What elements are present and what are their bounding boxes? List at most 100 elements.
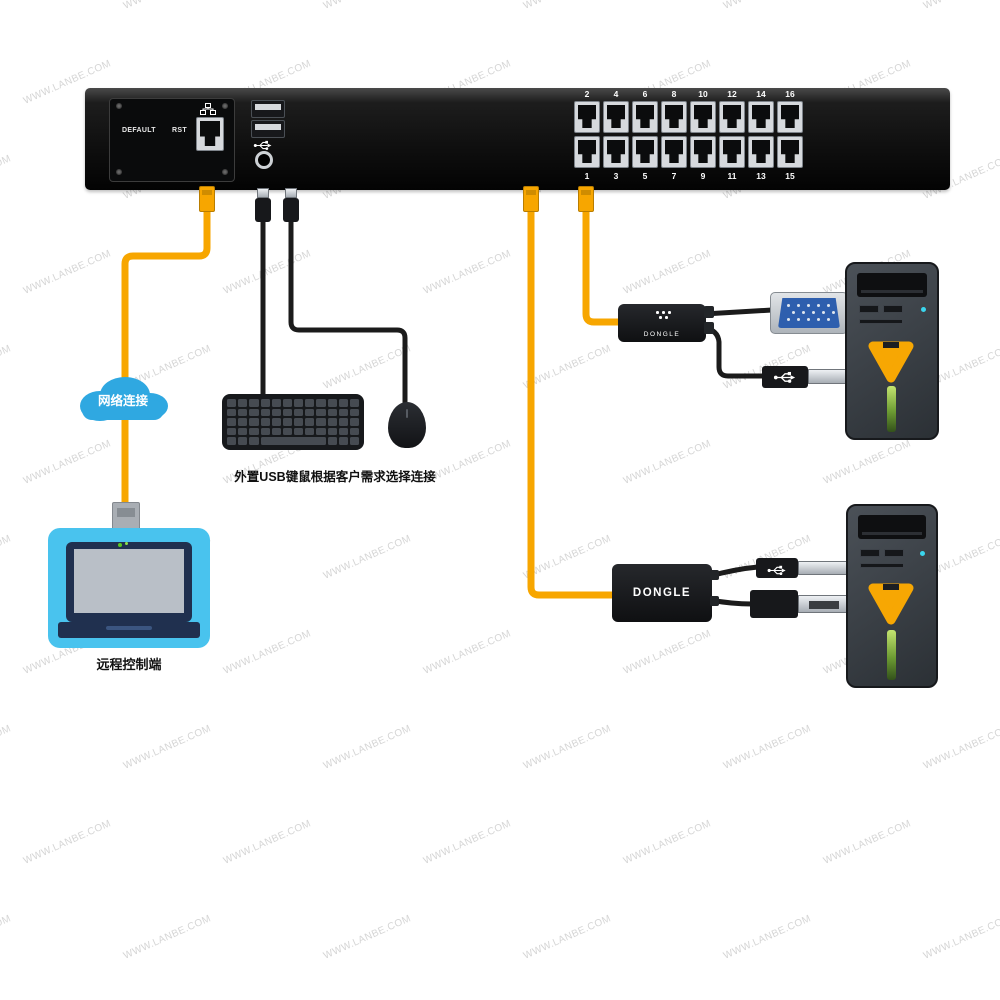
vga-pin <box>812 311 815 314</box>
vga-pin <box>802 311 805 314</box>
key <box>316 408 326 417</box>
computer-tower-1 <box>845 262 939 440</box>
watermark-text: WWW.LANBE.COM <box>621 438 713 487</box>
port-number: 3 <box>613 171 619 181</box>
key <box>249 408 259 417</box>
cable-boot <box>710 570 719 580</box>
vga-pin <box>817 318 820 321</box>
watermark-text: WWW.LANBE.COM <box>21 438 113 487</box>
drive-bay <box>884 549 904 557</box>
rj45-port <box>632 136 658 168</box>
rj45-plug-upper <box>578 186 594 212</box>
watermark-text: WWW.LANBE.COM <box>221 818 313 867</box>
dongle-upper-label: DONGLE <box>643 331 681 338</box>
drive-bay <box>860 549 880 557</box>
key <box>327 418 337 426</box>
port-number: 1 <box>584 171 590 181</box>
rj45-plug-lower <box>523 186 539 212</box>
usb-plug-tip <box>798 561 847 575</box>
key <box>282 427 292 436</box>
watermark-text: WWW.LANBE.COM <box>322 0 413 12</box>
rj45-port <box>603 136 629 168</box>
cloud-label: 网络连接 <box>97 394 148 408</box>
led-dots-icon <box>656 311 659 314</box>
key <box>260 418 270 426</box>
vga-pin <box>827 304 830 307</box>
vga-pin <box>787 318 790 321</box>
usb-icon <box>766 563 788 581</box>
vga-pin <box>787 304 790 307</box>
power-led-icon <box>920 551 925 556</box>
laptop-label: 远程控制端 <box>96 657 162 672</box>
usb-plug-keyboard <box>255 198 271 222</box>
key <box>227 408 237 417</box>
key <box>305 399 315 407</box>
led-dots-icon <box>665 316 668 319</box>
keyboard-keys <box>227 399 359 445</box>
drive-slot <box>862 532 922 535</box>
port-row-1 <box>574 101 803 133</box>
key <box>227 427 237 436</box>
rj45-port <box>603 101 629 133</box>
vent-slot <box>860 563 904 568</box>
port-number: 8 <box>671 89 677 99</box>
computer-tower-2 <box>846 504 938 688</box>
watermark-text: WWW.LANBE.COM <box>521 533 613 582</box>
vga-pin <box>797 304 800 307</box>
usb-slot-icon <box>809 601 839 609</box>
watermark-text: WWW.LANBE.COM <box>922 0 1000 12</box>
rj45-port <box>690 136 716 168</box>
watermark-text: WWW.LANBE.COM <box>722 0 813 12</box>
led-dots-icon <box>668 311 671 314</box>
rj45-port <box>777 136 803 168</box>
rj45-port <box>574 101 600 133</box>
port-number: 7 <box>671 171 677 181</box>
power-led-icon <box>921 307 926 312</box>
led-dots-icon <box>662 311 665 314</box>
vent-slot <box>859 319 903 324</box>
watermark-text: WWW.LANBE.COM <box>721 913 813 962</box>
key <box>238 408 248 417</box>
console-usb-port-1 <box>251 100 285 118</box>
rj45-port <box>719 136 745 168</box>
rj45-port <box>748 101 774 133</box>
key <box>238 427 248 436</box>
rj45-port <box>748 136 774 168</box>
watermark-text: WWW.LANBE.COM <box>221 628 313 677</box>
drive-slot <box>861 290 923 293</box>
drive-bay <box>859 305 879 313</box>
rj45-plug-lan <box>199 186 215 212</box>
key <box>327 437 337 445</box>
port-number: 15 <box>785 171 795 181</box>
key <box>349 427 359 436</box>
watermark-text: WWW.LANBE.COM <box>521 343 613 392</box>
default-label: DEFAULT <box>122 127 156 134</box>
cable-boot <box>704 306 714 318</box>
port-number: 9 <box>700 171 706 181</box>
key <box>316 427 326 436</box>
usb-plug-tip <box>798 595 847 613</box>
key <box>338 399 348 407</box>
rj45-port <box>719 101 745 133</box>
key <box>282 399 292 407</box>
usb-icon <box>773 371 797 389</box>
drive-bay <box>883 305 903 313</box>
watermark-text: WWW.LANBE.COM <box>421 628 513 677</box>
vga-pins <box>778 298 840 328</box>
key <box>294 408 304 417</box>
key <box>260 437 326 445</box>
watermark-text: WWW.LANBE.COM <box>0 533 13 582</box>
screw-icon <box>222 169 228 175</box>
key <box>327 408 337 417</box>
usb-plug-tip <box>285 188 297 198</box>
watermark-text: WWW.LANBE.COM <box>821 438 913 487</box>
optical-drive <box>858 515 926 539</box>
key <box>227 399 237 407</box>
tower-logo-icon <box>862 578 920 631</box>
key <box>316 399 326 407</box>
vga-pin <box>797 318 800 321</box>
watermark-text: WWW.LANBE.COM <box>121 723 213 772</box>
key <box>338 408 348 417</box>
key <box>327 399 337 407</box>
